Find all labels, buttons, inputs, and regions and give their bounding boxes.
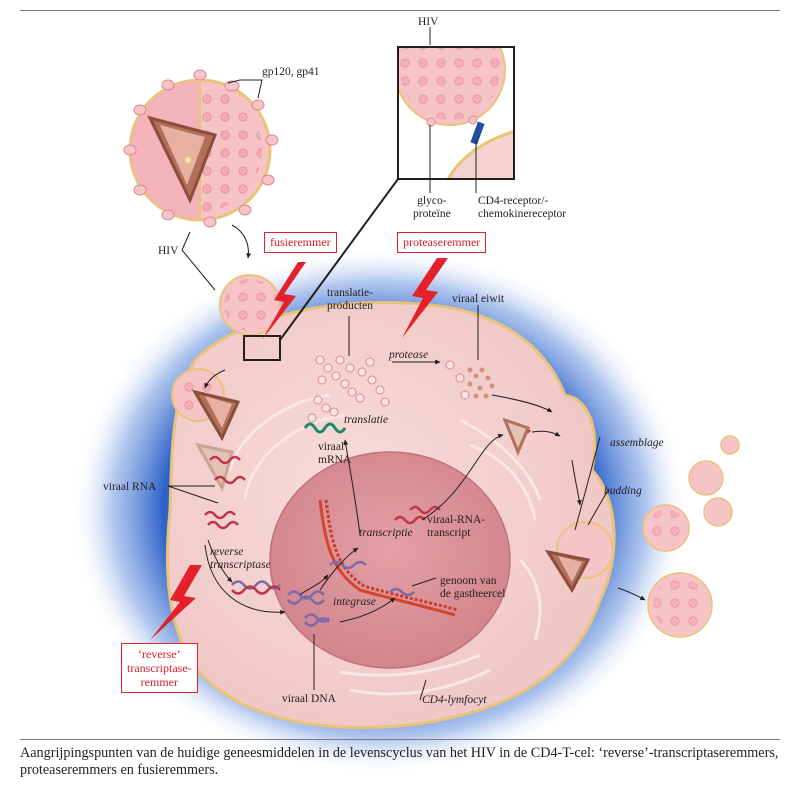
assemblage-label: assemblage [610, 437, 664, 449]
viral-dna [287, 590, 330, 627]
rt-inhibitor-box: ‘reverse’ transcriptase- remmer [121, 643, 198, 693]
viraal-dna-label: viraal DNA [282, 693, 336, 705]
magnify-box [243, 335, 281, 361]
released-virions [642, 435, 740, 638]
fusion-inhibitor-box: fusieremmer [264, 232, 337, 253]
nucleus [269, 451, 511, 669]
viraal-rna-transcript-label: viraal-RNA- transcript [427, 514, 486, 539]
transcriptie-label: transcriptie [359, 527, 413, 539]
rna-dna-hybrid [231, 580, 281, 595]
translatie-label: translatie [344, 414, 389, 426]
viraal-eiwit-label: viraal eiwit [452, 293, 505, 305]
protease-label: protease [389, 349, 429, 361]
assembling-capsid [502, 417, 530, 456]
bottom-rule [20, 739, 780, 740]
protease-inhibitor-bolt [402, 258, 448, 338]
budding-label: budding [604, 485, 642, 497]
translation-products [307, 355, 390, 423]
translatieproducten-label: translatie- producten [327, 287, 373, 312]
glyco-label: glyco- proteïne [413, 195, 451, 220]
host-genome [318, 499, 459, 617]
rt-inhibitor-bolt [150, 565, 202, 640]
reverse-transcriptase-label: reverse transcriptase [210, 546, 271, 571]
protease-inhibitor-box: proteaseremmer [397, 232, 487, 253]
leader-lines [167, 27, 609, 701]
viral-protein-cluster [467, 367, 495, 399]
figure-caption: Aangrijpingspunten van de huidige genees… [20, 745, 779, 778]
cd4-lymfocyt-label: CD4-lymfocyt [422, 694, 487, 706]
process-arrows [204, 359, 582, 623]
gp120-label: gp120, gp41 [262, 66, 320, 78]
hiv-virion-cutaway [123, 69, 279, 228]
inset-detail [279, 46, 515, 341]
top-rule [20, 10, 780, 11]
viral-mrna [303, 422, 347, 434]
viraal-rna-label: viraal RNA [103, 481, 157, 493]
fusion-inhibitor-bolt [262, 262, 306, 340]
viraal-mrna-label: viraal mRNA [318, 441, 352, 466]
budding-virion [544, 521, 614, 593]
hiv-virion-entering [171, 368, 241, 442]
genoom-label: genoom van de gastheercel [440, 575, 506, 600]
inset-hiv-label: HIV [418, 16, 439, 28]
cd4-receptor-label: CD4-receptor/- chemokinereceptor [478, 195, 567, 220]
hiv-virion-fusing [219, 274, 281, 336]
integrase-label: integrase [333, 596, 376, 608]
hiv-label: HIV [158, 245, 179, 257]
